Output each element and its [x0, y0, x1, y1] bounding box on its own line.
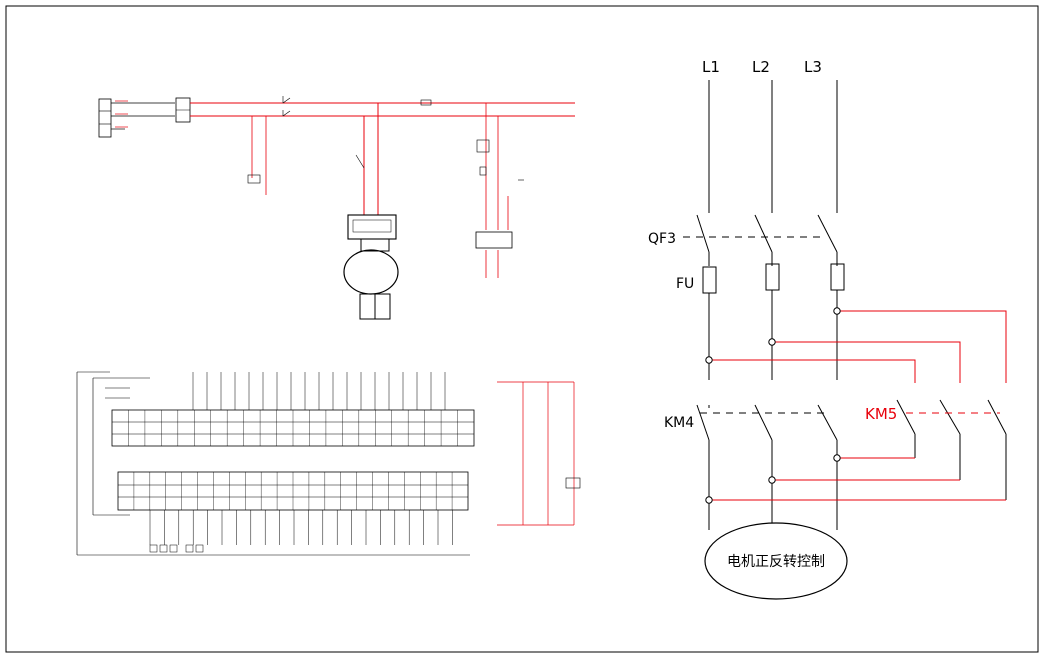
motor-ellipse: [704, 522, 848, 600]
motor-forward-reverse-circuit: L1 L2 L3 QF3 FU: [648, 58, 1007, 600]
motor-caption: 电机正反转控制: [727, 554, 825, 570]
motor-symbol: [343, 249, 399, 295]
phase-label-l1: L1: [702, 58, 720, 76]
contactor-km5-label: KM5: [865, 405, 897, 423]
motor-terminal-box: [347, 214, 397, 240]
fuses: [702, 263, 845, 294]
breaker-label: QF3: [648, 231, 676, 247]
plc-wiring-diagram: [76, 371, 581, 556]
contactor-km4-label: KM4: [664, 415, 694, 431]
phase-label-l2: L2: [752, 58, 770, 76]
contactor-km5-contacts: [896, 399, 1007, 500]
km5-return-wiring: [709, 457, 1006, 501]
contactor-km4-contacts: [696, 404, 838, 530]
power-distribution-schematic: [98, 96, 575, 320]
power-supply-module: [475, 231, 513, 249]
terminal-block: [98, 98, 112, 138]
km5-supply-wiring: [709, 310, 1007, 383]
breaker-qf3-contacts: [683, 214, 838, 253]
junction-nodes-upper: [705, 307, 841, 364]
fuse-label: FU: [676, 276, 694, 292]
junction-nodes-lower: [705, 454, 841, 504]
bus-fuse: [420, 99, 432, 106]
control-coil: [247, 174, 261, 184]
drawing-frame: [5, 5, 1039, 653]
phase-label-l3: L3: [804, 58, 822, 76]
